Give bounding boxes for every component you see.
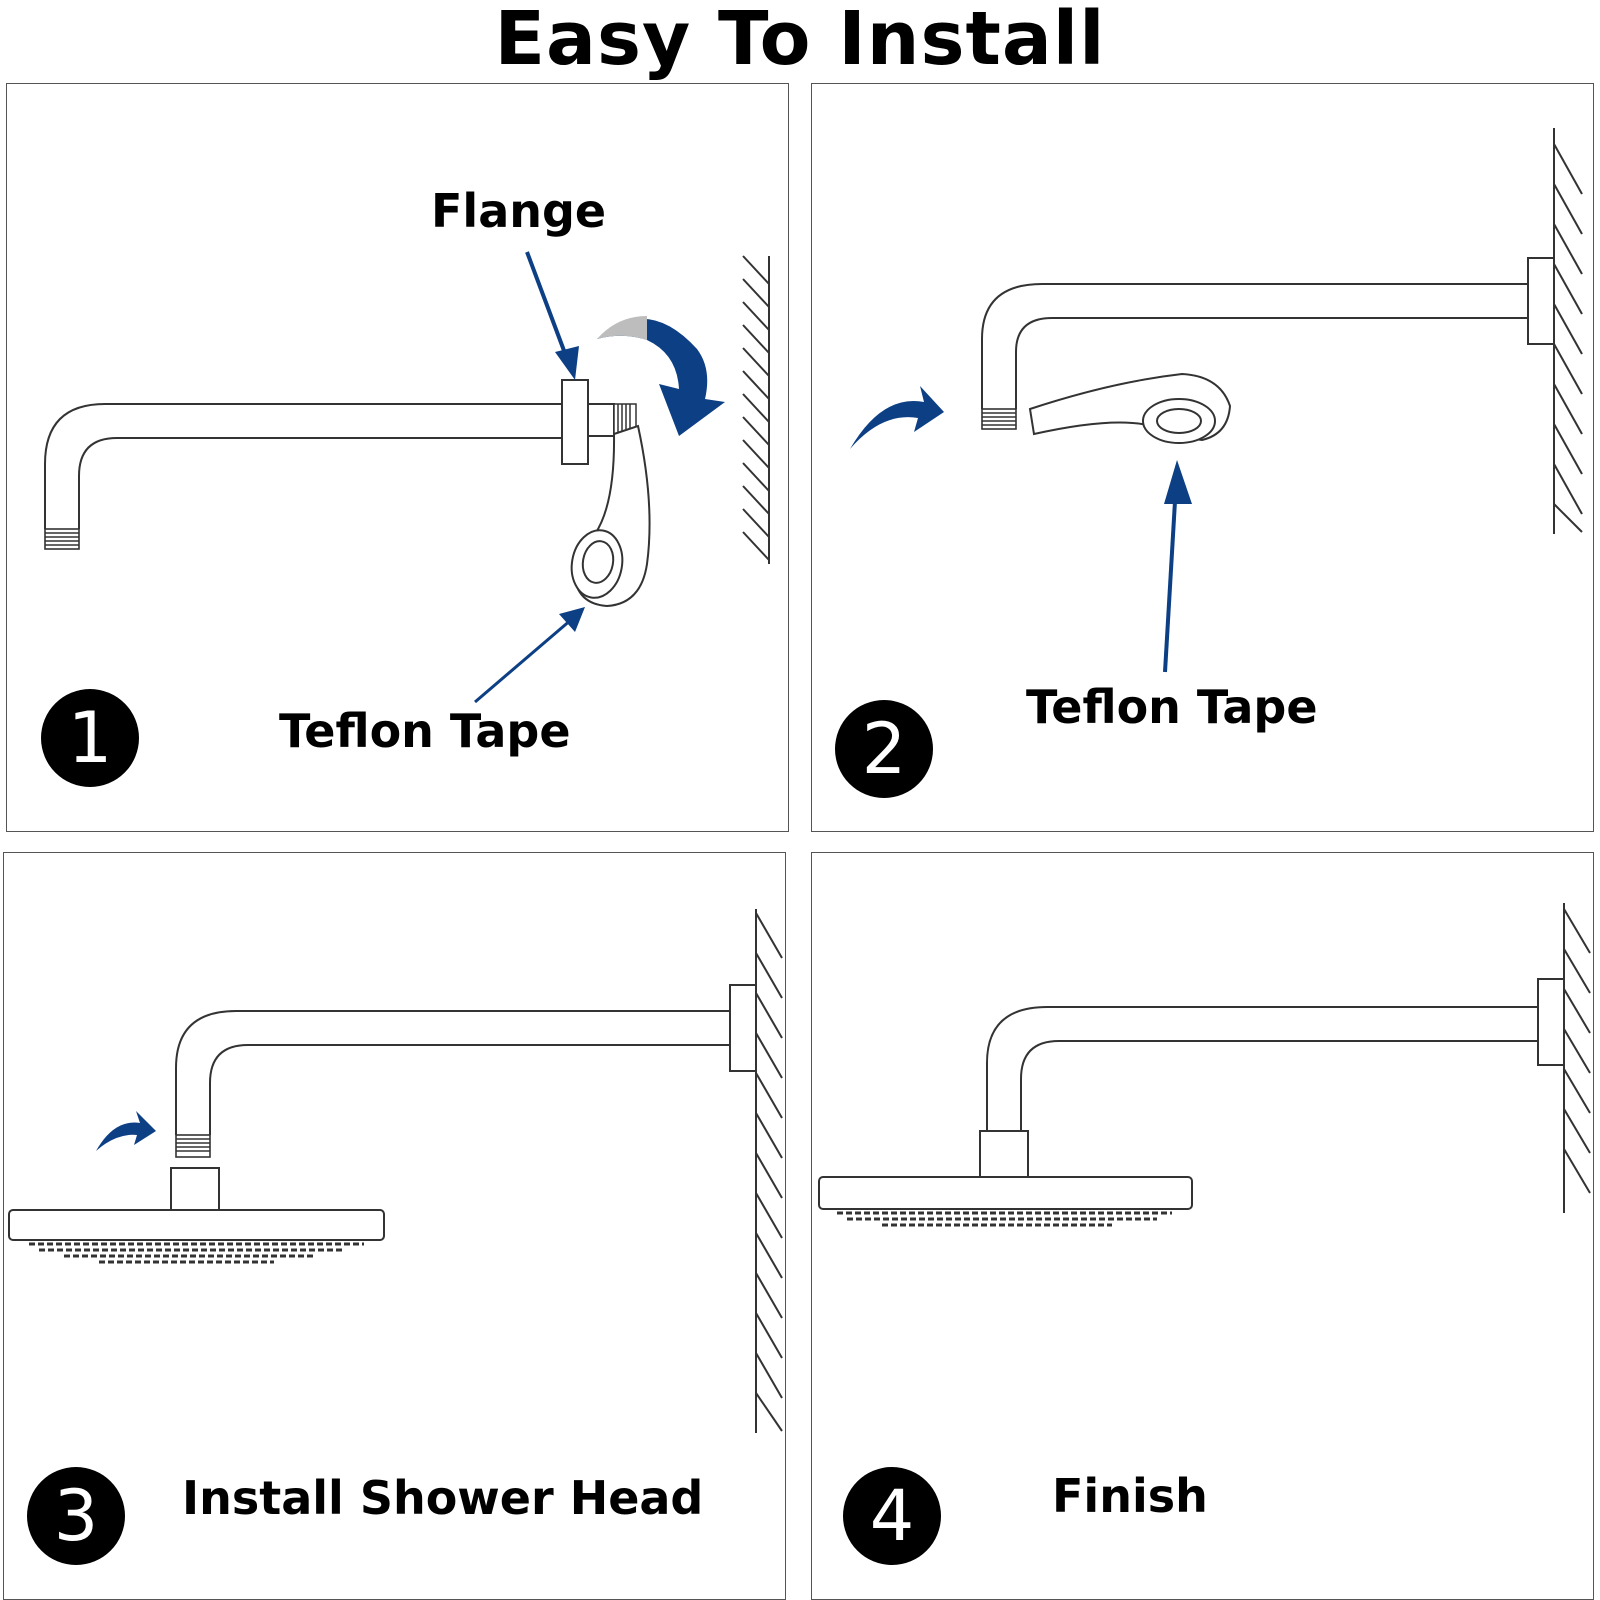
shower-arm — [44, 403, 563, 529]
flange — [729, 984, 757, 1072]
wall-hatching — [742, 255, 770, 561]
step-4-badge: 4 — [843, 1467, 941, 1565]
wall — [755, 909, 783, 1433]
tape-pointer — [1163, 483, 1178, 673]
arm-thread — [44, 528, 80, 550]
step-1-illustration — [44, 251, 770, 704]
shower-arm — [986, 1006, 1539, 1133]
install-shower-head-label: Install Shower Head — [182, 1471, 704, 1525]
step-4-illustration — [818, 903, 1591, 1227]
shower-head-connector — [170, 1167, 220, 1211]
step-2-panel: 2 Teflon Tape — [811, 83, 1594, 832]
flange-pointer — [525, 251, 571, 365]
finish-label: Finish — [1052, 1469, 1208, 1523]
wall — [1553, 128, 1583, 534]
rotate-arrow-shadow — [597, 316, 647, 340]
wall-hatching — [1563, 908, 1591, 1194]
wall — [742, 255, 770, 564]
flange — [1537, 978, 1565, 1066]
shower-head-nozzles — [837, 1211, 1172, 1227]
step-2-illustration — [850, 128, 1583, 673]
shower-arm — [175, 1010, 731, 1135]
teflon-tape-label: Teflon Tape — [1026, 680, 1318, 734]
step-3-panel: 3 Install Shower Head — [3, 852, 786, 1600]
shower-head-plate — [818, 1176, 1193, 1210]
flange — [561, 379, 589, 465]
shower-head-plate — [8, 1209, 385, 1241]
arm-thread — [981, 408, 1017, 430]
shower-head-nozzles — [29, 1242, 364, 1264]
arm-thread — [175, 1134, 211, 1158]
step-3-badge: 3 — [27, 1467, 125, 1565]
insert-arrow — [850, 386, 944, 449]
insert-arrow — [96, 1111, 156, 1151]
flange-label: Flange — [431, 184, 607, 238]
step-2-badge: 2 — [835, 700, 933, 798]
arm-stub — [587, 403, 615, 437]
shower-arm — [981, 283, 1529, 409]
teflon-tape-label: Teflon Tape — [279, 704, 571, 758]
step-1-badge: 1 — [41, 689, 139, 787]
wall — [1563, 903, 1591, 1213]
flange — [1527, 257, 1555, 345]
rotate-arrow — [597, 318, 725, 436]
step-1-panel: 1 Flange Teflon Tape — [6, 83, 789, 832]
wall-hatching — [755, 912, 783, 1432]
step-3-illustration — [8, 909, 783, 1433]
wall-hatching — [1553, 143, 1583, 533]
tape-pointer — [474, 617, 573, 704]
shower-head-connector — [979, 1130, 1029, 1178]
step-4-panel: 4 Finish — [811, 852, 1594, 1600]
diagram-title: Easy To Install — [494, 0, 1106, 82]
